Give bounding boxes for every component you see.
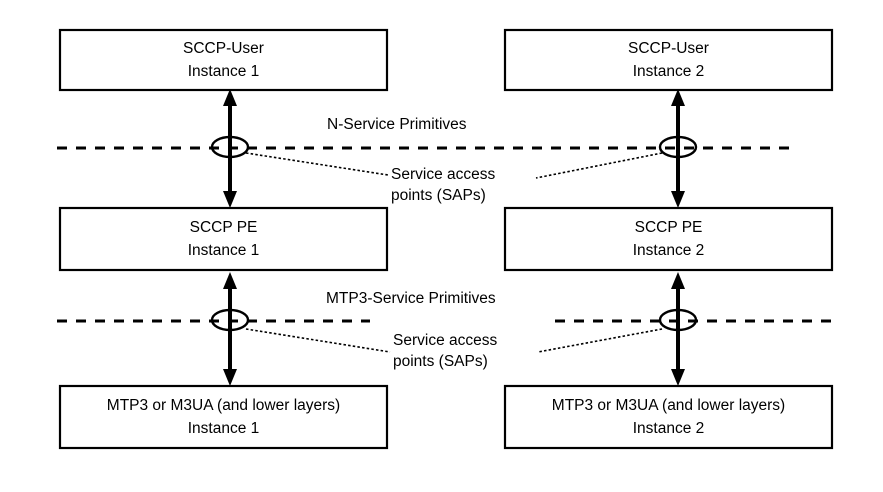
box-sccp-pe-instance-2[interactable] xyxy=(503,206,834,272)
arrow-head-up-instance-2 xyxy=(671,89,685,106)
box-mtp3-instance-1[interactable] xyxy=(58,384,389,450)
box-mtp3-1-line2: Instance 1 xyxy=(188,420,260,437)
box-mtp3-1-line1: MTP3 or M3UA (and lower layers) xyxy=(107,397,340,414)
box-sccp-pe-instance-1[interactable] xyxy=(58,206,389,272)
box-sccp-user-instance-1[interactable] xyxy=(58,28,389,92)
dotted-leader-line-icon-lower-left xyxy=(245,328,391,353)
box-sccp-pe-1-line1: SCCP PE xyxy=(190,219,258,236)
label-sap-upper-line1: Service access xyxy=(391,166,495,183)
dotted-leader-line-icon-lower-right xyxy=(537,328,663,353)
label-sap-lower-line2: points (SAPs) xyxy=(393,353,488,370)
box-mtp3-2-line1: MTP3 or M3UA (and lower layers) xyxy=(552,397,785,414)
arrow-head-up-instance-1 xyxy=(223,89,237,106)
box-sccp-pe-2-line2: Instance 2 xyxy=(633,242,705,259)
box-sccp-user-2-line2: Instance 2 xyxy=(633,63,705,80)
arrow-head-down-mtp3-instance-2 xyxy=(671,369,685,386)
dotted-leader-line-icon-upper-right xyxy=(535,152,663,179)
box-sccp-user-instance-2[interactable] xyxy=(503,28,834,92)
label-sap-upper-line2: points (SAPs) xyxy=(391,187,486,204)
arrow-head-down-instance-2 xyxy=(671,191,685,208)
dotted-leader-line-icon-upper-left xyxy=(245,152,389,176)
box-sccp-pe-2-line1: SCCP PE xyxy=(635,219,703,236)
arrow-head-down-mtp3-instance-1 xyxy=(223,369,237,386)
arrow-head-down-instance-1 xyxy=(223,191,237,208)
label-n-service-primitives: N-Service Primitives xyxy=(327,116,467,133)
box-sccp-user-1-line1: SCCP-User xyxy=(183,40,264,57)
arrow-head-up-mtp3-instance-2 xyxy=(671,272,685,289)
arrow-head-up-mtp3-instance-1 xyxy=(223,272,237,289)
box-sccp-user-2-line1: SCCP-User xyxy=(628,40,709,57)
box-mtp3-instance-2[interactable] xyxy=(503,384,834,450)
label-mtp3-service-primitives: MTP3-Service Primitives xyxy=(326,290,496,307)
box-sccp-user-1-line2: Instance 1 xyxy=(188,63,260,80)
label-sap-lower-line1: Service access xyxy=(393,332,497,349)
box-sccp-pe-1-line2: Instance 1 xyxy=(188,242,260,259)
box-mtp3-2-line2: Instance 2 xyxy=(633,420,705,437)
